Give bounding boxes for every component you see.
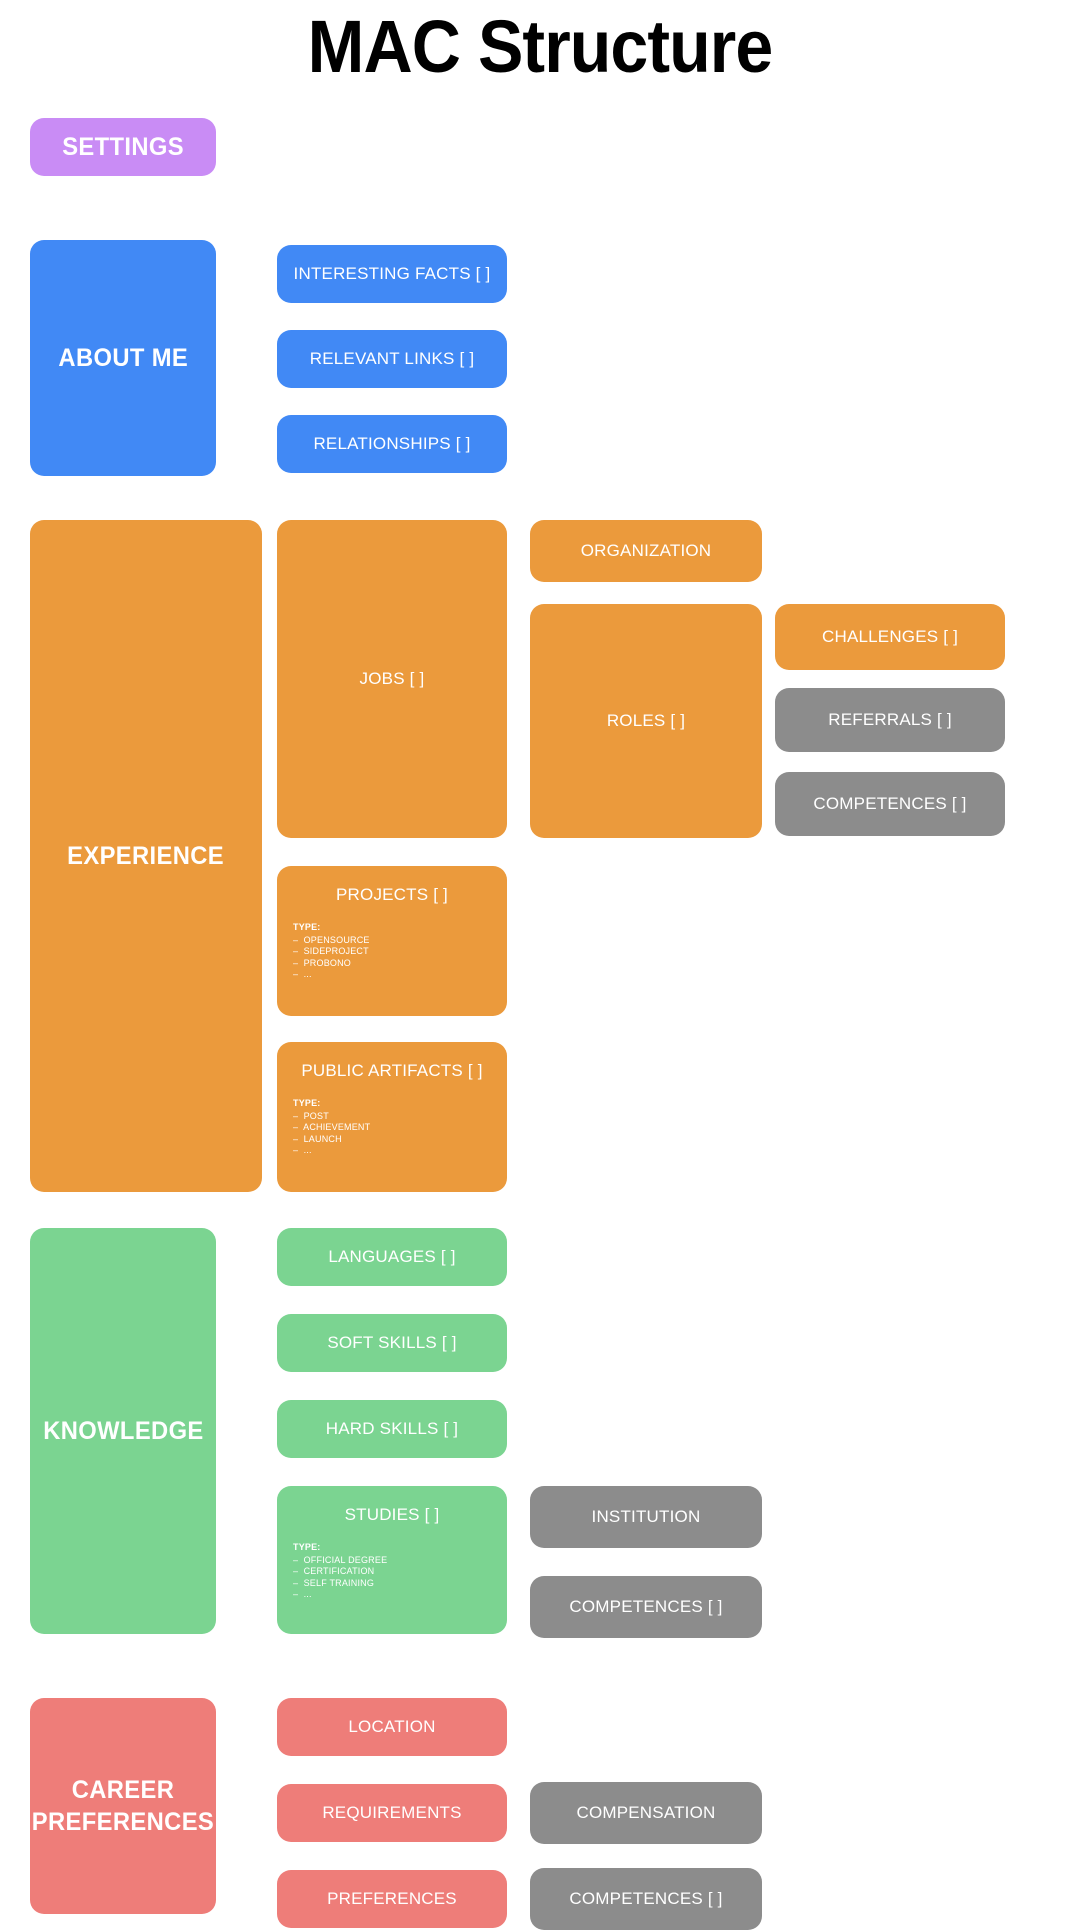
type-item: – CERTIFICATION xyxy=(293,1566,375,1576)
type-item: – POST xyxy=(293,1110,329,1121)
node-career-competences[interactable]: COMPETENCES [ ] xyxy=(530,1868,762,1930)
node-institution[interactable]: INSTITUTION xyxy=(530,1486,762,1548)
node-career-preferences[interactable]: CAREER PREFERENCES xyxy=(30,1698,216,1914)
node-interesting-facts[interactable]: INTERESTING FACTS [ ] xyxy=(277,245,507,303)
type-heading: TYPE: xyxy=(293,1098,321,1108)
node-knowledge-label: KNOWLEDGE xyxy=(42,1417,204,1445)
node-hard-skills-label: HARD SKILLS [ ] xyxy=(325,1419,459,1438)
node-institution-label: INSTITUTION xyxy=(591,1507,701,1526)
node-public-artifacts[interactable]: PUBLIC ARTIFACTS [ ] TYPE: – POST – ACHI… xyxy=(277,1042,507,1192)
node-roles-label: ROLES [ ] xyxy=(606,711,686,730)
node-about-me[interactable]: ABOUT ME xyxy=(30,240,216,476)
node-languages-label: LANGUAGES [ ] xyxy=(328,1247,456,1266)
node-jobs-label: JOBS [ ] xyxy=(359,669,425,688)
node-experience-competences[interactable]: COMPETENCES [ ] xyxy=(775,772,1005,836)
node-experience-label: EXPERIENCE xyxy=(67,842,225,870)
page-title: MAC Structure xyxy=(307,5,774,88)
node-relevant-links[interactable]: RELEVANT LINKS [ ] xyxy=(277,330,507,388)
type-item: – OFFICIAL DEGREE xyxy=(293,1554,388,1565)
type-item: – ... xyxy=(293,1145,312,1155)
node-studies[interactable]: STUDIES [ ] TYPE: – OFFICIAL DEGREE – CE… xyxy=(277,1486,507,1634)
node-roles[interactable]: ROLES [ ] xyxy=(530,604,762,838)
node-jobs[interactable]: JOBS [ ] xyxy=(277,520,507,838)
node-challenges-label: CHALLENGES [ ] xyxy=(821,627,958,646)
node-location-label: LOCATION xyxy=(348,1717,436,1736)
node-relationships[interactable]: RELATIONSHIPS [ ] xyxy=(277,415,507,473)
type-item: – SIDEPROJECT xyxy=(293,946,369,956)
node-projects-label: PROJECTS [ ] xyxy=(336,885,448,904)
node-relationships-label: RELATIONSHIPS [ ] xyxy=(313,434,471,453)
type-heading: TYPE: xyxy=(293,922,321,932)
node-about-me-label: ABOUT ME xyxy=(58,344,188,372)
node-organization[interactable]: ORGANIZATION xyxy=(530,520,762,582)
node-experience-referrals-label: REFERRALS [ ] xyxy=(828,710,952,729)
type-item: – ... xyxy=(293,969,312,979)
type-item: – ACHIEVEMENT xyxy=(293,1122,371,1132)
node-experience-competences-label: COMPETENCES [ ] xyxy=(813,794,967,813)
node-location[interactable]: LOCATION xyxy=(277,1698,507,1756)
node-relevant-links-label: RELEVANT LINKS [ ] xyxy=(309,349,475,368)
node-knowledge-competences[interactable]: COMPETENCES [ ] xyxy=(530,1576,762,1638)
node-public-artifacts-label: PUBLIC ARTIFACTS [ ] xyxy=(301,1061,483,1080)
node-soft-skills[interactable]: SOFT SKILLS [ ] xyxy=(277,1314,507,1372)
node-experience-referrals[interactable]: REFERRALS [ ] xyxy=(775,688,1005,752)
node-career-preferences-label-line1: CAREER xyxy=(71,1776,175,1804)
node-challenges[interactable]: CHALLENGES [ ] xyxy=(775,604,1005,670)
node-languages[interactable]: LANGUAGES [ ] xyxy=(277,1228,507,1286)
node-public-artifacts-type-list: TYPE: – POST – ACHIEVEMENT – LAUNCH – ..… xyxy=(293,1098,507,1157)
type-item: – PROBONO xyxy=(293,957,352,968)
node-preferences-label: PREFERENCES xyxy=(327,1889,457,1908)
node-requirements-label: REQUIREMENTS xyxy=(322,1803,462,1822)
type-item: – OPENSOURCE xyxy=(293,934,370,945)
node-compensation[interactable]: COMPENSATION xyxy=(530,1782,762,1844)
node-settings[interactable]: SETTINGS xyxy=(30,118,216,176)
node-compensation-label: COMPENSATION xyxy=(576,1803,716,1822)
node-career-competences-label: COMPETENCES [ ] xyxy=(569,1889,723,1908)
type-item: – SELF TRAINING xyxy=(293,1577,375,1588)
node-preferences[interactable]: PREFERENCES xyxy=(277,1870,507,1928)
node-projects-type-list: TYPE: – OPENSOURCE – SIDEPROJECT – PROBO… xyxy=(293,922,507,981)
node-knowledge-competences-label: COMPETENCES [ ] xyxy=(569,1597,723,1616)
node-career-preferences-label-line2: PREFERENCES xyxy=(31,1808,215,1836)
node-studies-label: STUDIES [ ] xyxy=(344,1505,440,1524)
node-hard-skills[interactable]: HARD SKILLS [ ] xyxy=(277,1400,507,1458)
type-item: – ... xyxy=(293,1589,312,1599)
node-settings-label: SETTINGS xyxy=(62,133,184,161)
type-heading: TYPE: xyxy=(293,1542,321,1552)
node-interesting-facts-label: INTERESTING FACTS [ ] xyxy=(293,264,491,283)
node-requirements[interactable]: REQUIREMENTS xyxy=(277,1784,507,1842)
node-organization-label: ORGANIZATION xyxy=(580,541,712,560)
type-item: – LAUNCH xyxy=(293,1133,342,1144)
node-knowledge[interactable]: KNOWLEDGE xyxy=(30,1228,216,1634)
node-experience[interactable]: EXPERIENCE xyxy=(30,520,262,1192)
node-projects[interactable]: PROJECTS [ ] TYPE: – OPENSOURCE – SIDEPR… xyxy=(277,866,507,1016)
node-soft-skills-label: SOFT SKILLS [ ] xyxy=(327,1333,457,1352)
node-studies-type-list: TYPE: – OFFICIAL DEGREE – CERTIFICATION … xyxy=(293,1542,507,1601)
